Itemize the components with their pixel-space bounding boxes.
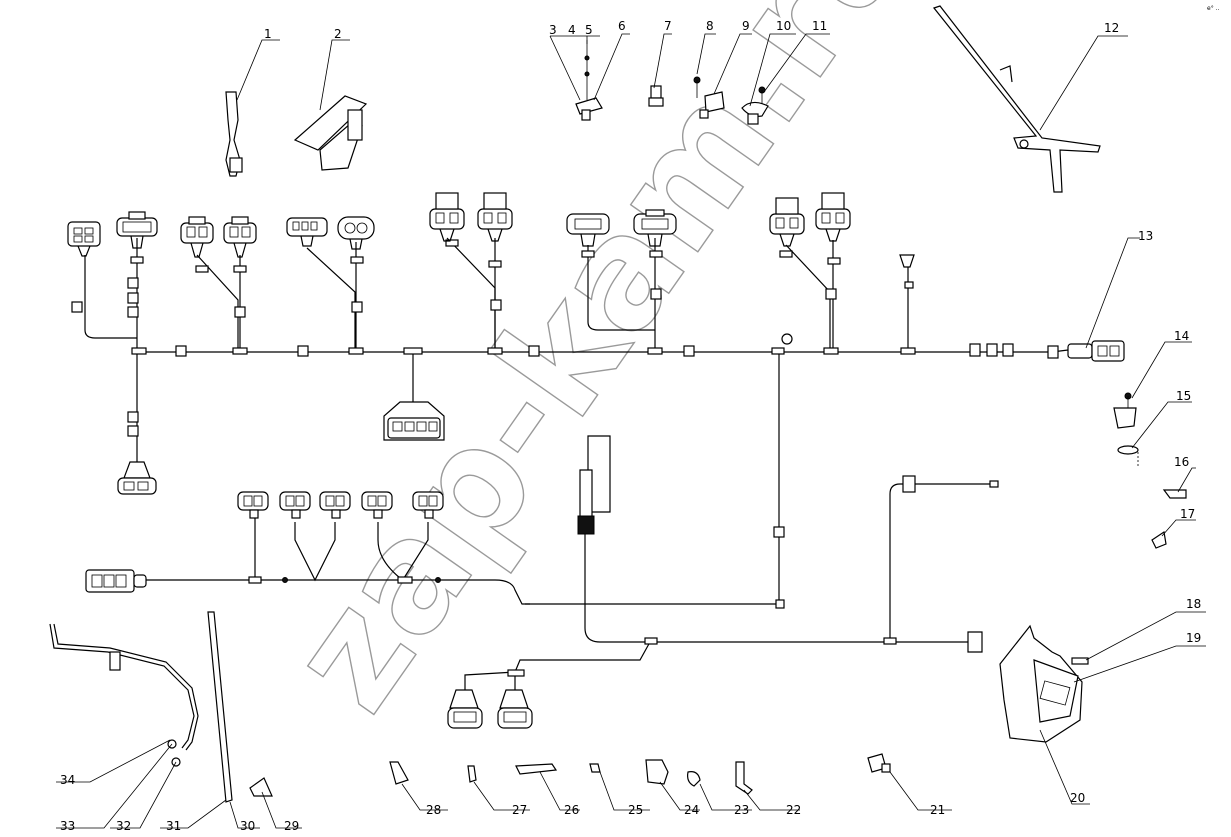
callout-34: 34 [60, 773, 75, 787]
callout-26: 26 [564, 803, 579, 817]
part-7-sensor [648, 85, 664, 107]
callout-29: 29 [284, 819, 299, 833]
callout-23: 23 [734, 803, 749, 817]
part-2-accelerator-pedal [293, 95, 368, 171]
callout-31: 31 [166, 819, 181, 833]
leader-lines [56, 33, 1206, 829]
callout-6: 6 [618, 19, 626, 33]
callout-30: 30 [240, 819, 255, 833]
main-harness [71, 237, 1125, 605]
callout-labels: 1 2 3 4 5 6 7 8 9 10 11 12 13 14 15 16 1… [60, 19, 1201, 833]
callout-24: 24 [684, 803, 699, 817]
callout-12: 12 [1104, 21, 1119, 35]
callout-5: 5 [585, 23, 593, 37]
callout-27: 27 [512, 803, 527, 817]
part-9-map-sensor [693, 76, 725, 119]
part-11-position-sensor [741, 86, 769, 125]
callout-19: 19 [1186, 631, 1201, 645]
part-18-bolt [1071, 657, 1089, 665]
callout-4: 4 [568, 23, 576, 37]
left-bottom-connector [117, 461, 157, 495]
callout-20: 20 [1070, 791, 1085, 805]
callout-7: 7 [664, 19, 672, 33]
part-31-rod [207, 611, 233, 803]
part-21-switch [867, 753, 891, 773]
parts-3-6-sensor-assembly [575, 40, 603, 121]
part-20-ecu-bracket [999, 624, 1083, 743]
callout-3: 3 [549, 23, 557, 37]
callout-22: 22 [786, 803, 801, 817]
callout-21: 21 [930, 803, 945, 817]
part-1-oxygen-sensor [225, 91, 243, 177]
callout-17: 17 [1180, 507, 1195, 521]
callout-33: 33 [60, 819, 75, 833]
center-multi-connector [383, 401, 445, 441]
callout-28: 28 [426, 803, 441, 817]
corner-mark: e° ‥ [1207, 5, 1220, 12]
callout-15: 15 [1176, 389, 1191, 403]
callout-2: 2 [334, 27, 342, 41]
small-parts-22-29 [249, 759, 753, 797]
callout-11: 11 [812, 19, 827, 33]
callout-18: 18 [1186, 597, 1201, 611]
callout-10: 10 [776, 19, 791, 33]
part-14-sensor [1113, 392, 1137, 429]
part-12-bracket-lever [932, 5, 1101, 193]
callout-1: 1 [264, 27, 272, 41]
part-16-bracket [1162, 489, 1187, 499]
lower-harness [85, 435, 999, 729]
part-15-washer [1117, 445, 1139, 466]
callout-13: 13 [1138, 229, 1153, 243]
callout-14: 14 [1174, 329, 1189, 343]
callout-32: 32 [116, 819, 131, 833]
callout-8: 8 [706, 19, 714, 33]
part-34-tube [49, 623, 199, 767]
callout-25: 25 [628, 803, 643, 817]
callout-9: 9 [742, 19, 750, 33]
callout-16: 16 [1174, 455, 1189, 469]
upper-connectors [67, 192, 915, 268]
